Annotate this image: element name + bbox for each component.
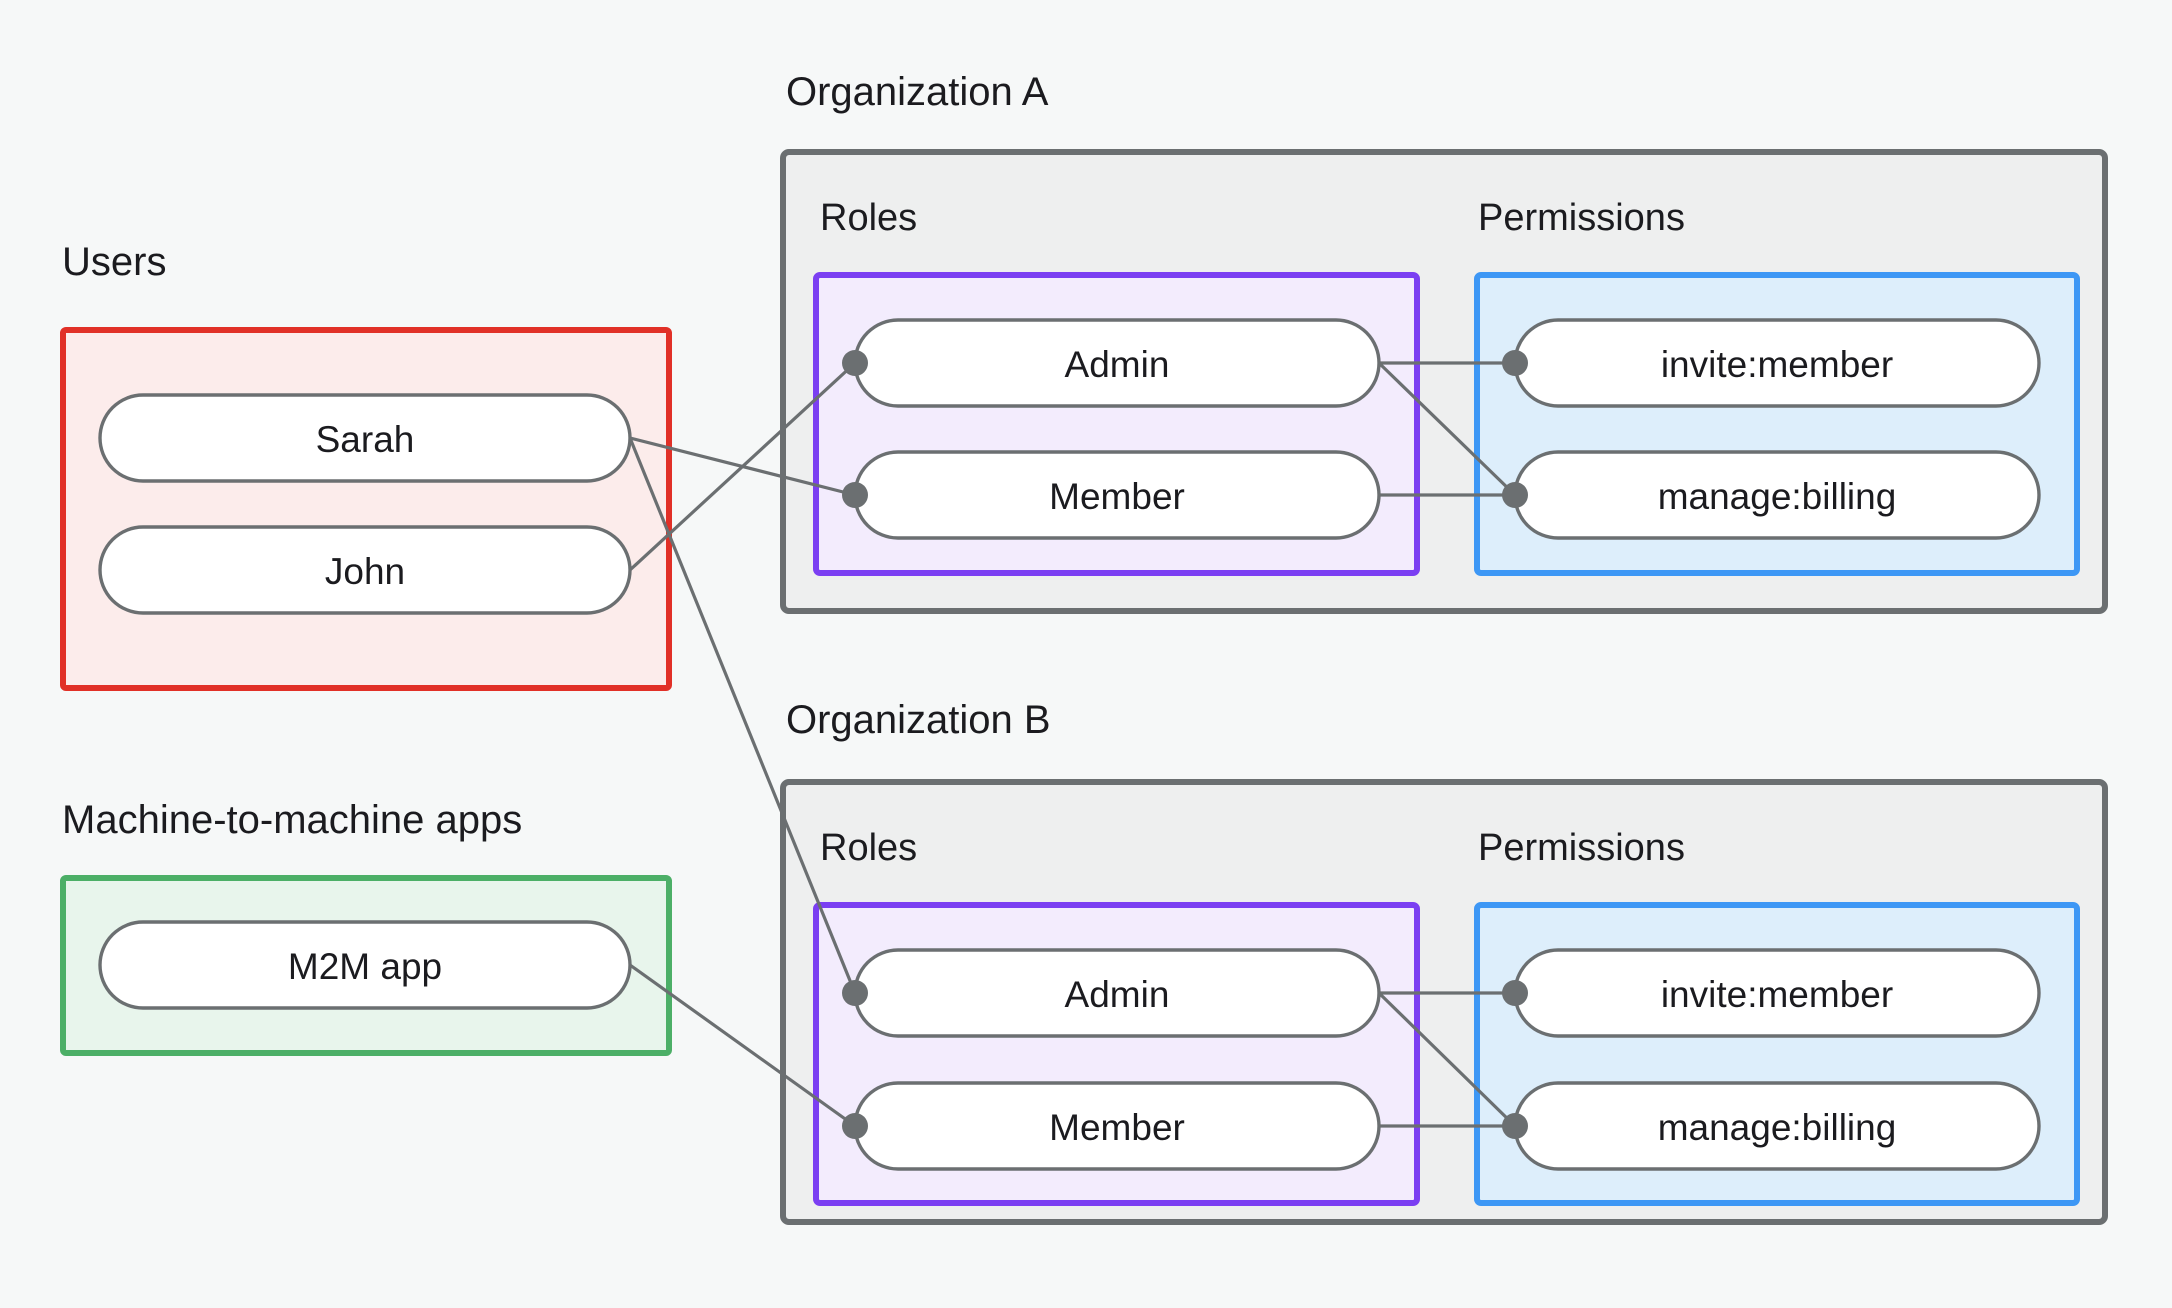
connector-dot-org-a-member	[842, 482, 868, 508]
edge-org-b-admin-to-billing	[1377, 991, 1517, 1128]
connector-dot-org-a-billing	[1502, 482, 1528, 508]
org-b-label: Organization B	[786, 698, 1051, 742]
connector-dot-org-a-admin	[842, 350, 868, 376]
connector-dot-org-b-admin	[842, 980, 868, 1006]
node-org-b-invite-label: invite:member	[1661, 974, 1893, 1015]
edge-sarah-to-org-b-admin	[628, 437, 857, 994]
node-org-b-member-label: Member	[1049, 1107, 1185, 1148]
connector-dot-org-a-invite	[1502, 350, 1528, 376]
edge-m2m-app-to-org-b-member	[629, 963, 856, 1128]
org-a-permissions-label: Permissions	[1478, 197, 1685, 239]
connector-dot-org-b-invite	[1502, 980, 1528, 1006]
users-group-label: Users	[62, 240, 166, 284]
node-john-label: John	[325, 551, 405, 592]
connector-dot-org-b-member	[842, 1113, 868, 1139]
node-org-a-admin-label: Admin	[1065, 344, 1170, 385]
org-b-roles-label: Roles	[820, 827, 917, 869]
node-org-a-invite-label: invite:member	[1661, 344, 1893, 385]
org-a-label: Organization A	[786, 70, 1049, 114]
m2m-group-label: Machine-to-machine apps	[62, 798, 522, 842]
connector-dot-org-b-billing	[1502, 1113, 1528, 1139]
node-org-a-member-label: Member	[1049, 476, 1185, 517]
edge-org-a-admin-to-billing	[1377, 361, 1517, 497]
org-a-roles-label: Roles	[820, 197, 917, 239]
node-org-b-admin-label: Admin	[1065, 974, 1170, 1015]
users-group-box	[60, 327, 672, 691]
edge-john-to-org-a-admin	[628, 361, 857, 572]
node-m2m-app-label: M2M app	[288, 946, 442, 987]
node-sarah-label: Sarah	[316, 419, 415, 460]
node-org-a-billing-label: manage:billing	[1658, 476, 1897, 517]
org-b-permissions-label: Permissions	[1478, 827, 1685, 869]
node-org-b-billing-label: manage:billing	[1658, 1107, 1897, 1148]
